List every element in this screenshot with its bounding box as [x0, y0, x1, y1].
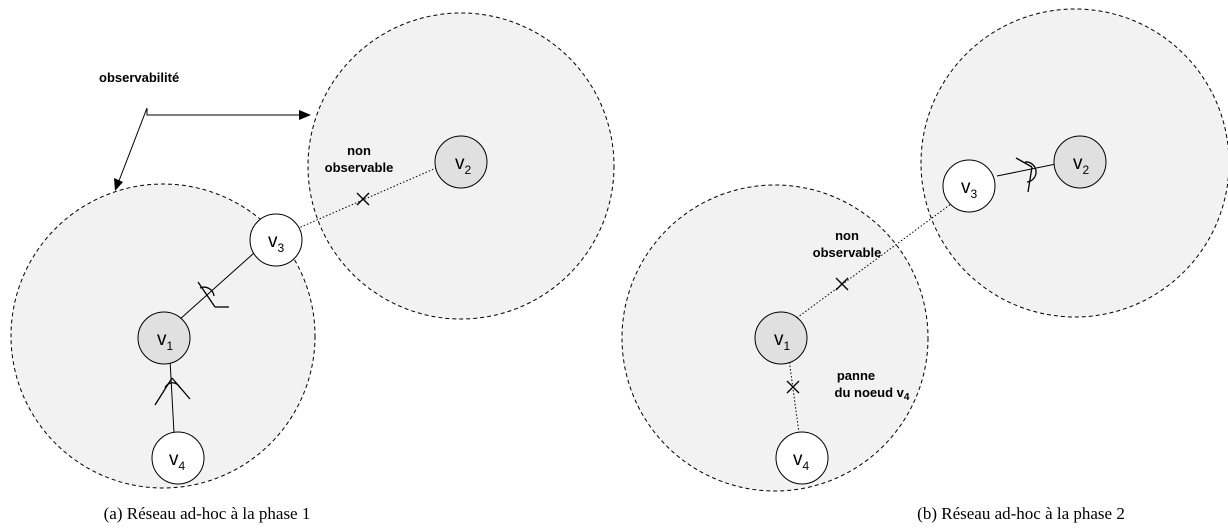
node-v2: v2 — [434, 135, 488, 189]
svg-text:v4: v4 — [793, 449, 810, 473]
svg-text:v3: v3 — [961, 177, 978, 201]
svg-text:v1: v1 — [157, 329, 174, 353]
caption-b: (b) Réseau ad-hoc à la phase 2 — [917, 504, 1125, 523]
cross-mark-icon — [835, 277, 849, 291]
node-v3: v3 — [942, 159, 996, 213]
observable-label: observable — [813, 245, 882, 260]
link-v3-v2 — [996, 163, 1057, 177]
arrowhead-right — [299, 110, 311, 120]
observation-eye-icon — [197, 281, 229, 308]
svg-text:v2: v2 — [455, 153, 472, 177]
panel-b: non observable panne du noeud v4 v2 v3 v… — [621, 8, 1228, 523]
arrowhead-down-left — [114, 178, 123, 191]
du-noeud-label: du noeud v4 — [835, 385, 910, 403]
observabilite-label: observabilité — [99, 70, 179, 85]
non-label: non — [347, 143, 371, 158]
node-v4: v4 — [151, 431, 205, 485]
link-v3-v2-dotted — [293, 167, 437, 231]
link-v4-v1 — [169, 359, 175, 434]
observable-label: observable — [325, 160, 394, 175]
svg-text:v4: v4 — [169, 449, 186, 473]
caption-a: (a) Réseau ad-hoc à la phase 1 — [104, 504, 311, 523]
svg-text:v3: v3 — [268, 231, 285, 255]
non-label: non — [835, 228, 859, 243]
panne-label: panne — [837, 368, 875, 383]
observation-eye-icon — [154, 377, 191, 406]
node-v1: v1 — [137, 311, 191, 365]
node-v1: v1 — [754, 311, 808, 365]
cross-mark-icon — [786, 380, 800, 394]
panel-a: observabilité non observable v2 v3 v1 v4… — [10, 12, 615, 523]
observability-arrows — [116, 107, 303, 187]
node-v4: v4 — [775, 431, 829, 485]
link-v1-v3 — [178, 252, 255, 321]
node-v2: v2 — [1053, 135, 1107, 189]
svg-text:v2: v2 — [1073, 153, 1090, 177]
svg-text:v1: v1 — [774, 329, 791, 353]
observation-eye-icon — [1015, 157, 1037, 193]
node-v3: v3 — [249, 213, 303, 267]
cross-mark-icon — [356, 192, 370, 206]
